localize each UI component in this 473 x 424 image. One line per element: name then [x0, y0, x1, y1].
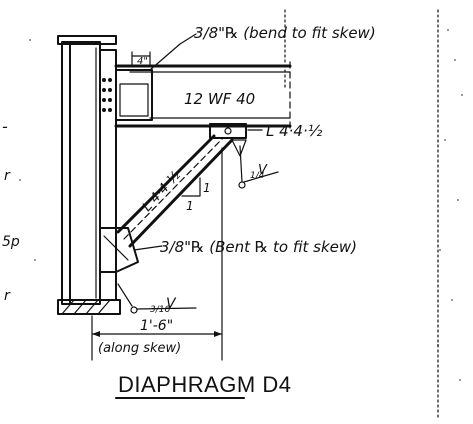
beam-12wf40: [114, 61, 292, 131]
bottom-gusset-plate: [99, 227, 139, 273]
dim-span: [91, 147, 223, 361]
brace-angle-label: L 4·4·½: [140, 168, 184, 215]
brace-angle: [116, 134, 247, 248]
girder-top-flange: [57, 35, 117, 45]
bolt-group-top: [102, 78, 112, 112]
girder-flange-left: [61, 41, 71, 305]
slope-rise: 1: [203, 181, 211, 195]
margin-fragment: 5p: [2, 234, 20, 250]
angle-bottom-label: L 4·4·½: [266, 122, 323, 140]
angle-bottom-chord: [209, 123, 263, 139]
slope-symbol: [181, 177, 201, 197]
margin-fragment: -: [2, 117, 8, 136]
weld-bottom-size: 3/16: [150, 305, 170, 315]
girder-bottom-flange: [57, 299, 121, 315]
beam-label: 12 WF 40: [184, 90, 255, 108]
weld-symbol-top: [238, 145, 279, 189]
top-connection: [102, 69, 153, 121]
span-dim: 1'-6": [140, 318, 173, 334]
span-note: (along skew): [98, 341, 181, 356]
stiffener-plate: [99, 49, 117, 301]
weld-symbol-bottom: [117, 283, 197, 314]
top-plate-dim: 4": [137, 56, 148, 67]
top-connection-plate: [115, 69, 153, 121]
leader-bottom-plate: [133, 245, 163, 251]
dim-top-plate: [131, 51, 151, 67]
slope-run: 1: [186, 199, 194, 213]
girder: [57, 35, 121, 315]
weld-top-size: 1/4: [250, 171, 265, 181]
weld-bottom-v: V: [166, 296, 177, 312]
scan-noise: [19, 29, 463, 381]
top-plate-note: 3/8"℞ (bend to fit skew): [194, 24, 376, 42]
margin-fragment: r: [4, 168, 11, 184]
bottom-plate-note: 3/8"℞ (Bent ℞ to fit skew): [160, 238, 357, 256]
leader-top-plate: [149, 33, 197, 71]
weld-top-v: V: [258, 163, 268, 178]
margin-fragment: r: [4, 288, 11, 304]
diagram-title: DIAPHRAGM D4: [118, 372, 291, 397]
